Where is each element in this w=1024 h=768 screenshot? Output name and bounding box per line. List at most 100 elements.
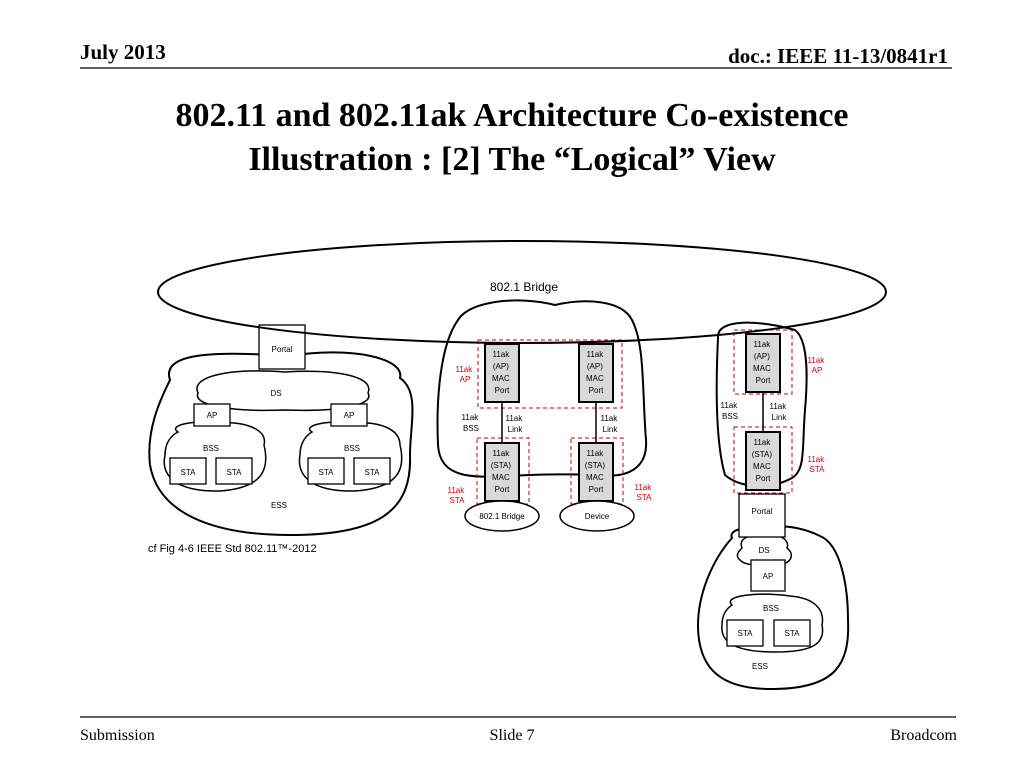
- right-sta-box-2: [773, 619, 811, 647]
- figure-caption: cf Fig 4-6 IEEE Std 802.11™-2012: [148, 543, 317, 555]
- right-sta-tag-line: STA: [810, 465, 826, 474]
- center-bridge-outline: [436, 299, 648, 478]
- right-sta-port-label: 11ak (STA) MAC Port: [752, 438, 775, 483]
- center-ap-port-2-label: 11ak (AP) MAC Port: [586, 350, 606, 395]
- right-ap-port-label: 11ak (AP) MAC Port: [753, 340, 773, 385]
- center-sta-port-1-line: (STA): [491, 461, 512, 470]
- left-sta-box-4: [353, 457, 391, 485]
- center-sta-port-2-line: MAC: [586, 473, 604, 482]
- center-sta-port-2-line: 11ak: [587, 449, 605, 458]
- right-sta-label-1: STA: [738, 629, 754, 638]
- center-sta-port-2: [578, 442, 614, 502]
- center-sta-tag-2-line: 11ak: [635, 483, 653, 492]
- left-ap-box-1: [193, 403, 231, 427]
- left-ap-label-2: AP: [344, 411, 355, 420]
- device-label: Device: [585, 512, 610, 521]
- center-ap-port-1-line: Port: [495, 386, 510, 395]
- center-link-2-line: 11ak: [601, 414, 619, 423]
- slide-title-line1: 802.11 and 802.11ak Architecture Co-exis…: [175, 97, 849, 134]
- left-sta-box-2: [215, 457, 253, 485]
- header-date: July 2013: [80, 40, 166, 64]
- right-ap-box: [750, 559, 786, 592]
- right-bss-label: 11ak BSS: [721, 401, 740, 421]
- right-ap-label: AP: [763, 572, 774, 581]
- right-ap-port-line: 11ak: [754, 340, 772, 349]
- right-bss-line: 11ak: [721, 401, 739, 410]
- right-link-line: 11ak: [770, 402, 788, 411]
- right-ap-tag-line: 11ak: [808, 356, 826, 365]
- right-sta-port-line: Port: [756, 474, 771, 483]
- center-ap-tag: 11ak AP: [456, 365, 475, 384]
- right-bss-outline: [721, 593, 824, 653]
- center-sta-tag-2-line: STA: [637, 493, 653, 502]
- header-doc-id: doc.: IEEE 11-13/0841r1: [728, 44, 948, 68]
- bridge-ellipse: [157, 240, 887, 344]
- right-sta-box-1: [726, 619, 764, 647]
- left-sta-label-2: STA: [227, 468, 243, 477]
- center-ap-port-1-line: (AP): [493, 362, 509, 371]
- bridge-label: 802.1 Bridge: [490, 280, 558, 294]
- right-ap-port-line: (AP): [754, 352, 770, 361]
- left-ds-label: DS: [270, 389, 281, 398]
- center-ap-dashed-box: [477, 339, 623, 409]
- left-ds-outline: [196, 370, 370, 412]
- center-link-label-1: 11ak Link: [506, 414, 525, 434]
- center-sta-port-2-line: (STA): [585, 461, 606, 470]
- center-ap-port-2-line: MAC: [586, 374, 604, 383]
- center-link-1-line: 11ak: [506, 414, 524, 423]
- center-sta-tag-1: 11ak STA: [448, 486, 467, 505]
- right-ap-tag-line: AP: [812, 366, 823, 375]
- center-link-1-line: Link: [508, 425, 524, 434]
- right-ds-label: DS: [758, 546, 769, 555]
- right-sta-port-line: 11ak: [754, 438, 772, 447]
- right-ap-port-line: Port: [756, 376, 771, 385]
- center-ap-port-1-line: 11ak: [493, 350, 511, 359]
- device-ellipse: [559, 500, 635, 532]
- right-link-label: 11ak Link: [770, 402, 789, 422]
- left-sta-label-1: STA: [181, 468, 197, 477]
- left-sta-label-3: STA: [319, 468, 335, 477]
- slide-title-line2: Illustration : [2] The “Logical” View: [248, 141, 776, 178]
- right-portal-label: Portal: [752, 507, 773, 516]
- left-ap-box-2: [330, 403, 368, 427]
- center-sta-port-1-line: Port: [495, 485, 510, 494]
- center-ap-port-1-label: 11ak (AP) MAC Port: [492, 350, 512, 395]
- left-sta-box-3: [307, 457, 345, 485]
- center-ap-port-1: [484, 343, 520, 403]
- bridge-ellipse-small: [464, 500, 540, 532]
- right-ap-tag: 11ak AP: [808, 356, 827, 375]
- right-bss-box-label: BSS: [763, 604, 779, 613]
- center-ap-port-2-line: 11ak: [587, 350, 605, 359]
- left-ess-label: ESS: [271, 501, 287, 510]
- right-top-outline: [715, 321, 808, 487]
- left-bss-label-2: BSS: [344, 444, 360, 453]
- center-sta-port-1-line: MAC: [492, 473, 510, 482]
- center-ap-port-2-line: Port: [589, 386, 604, 395]
- center-bss-line: 11ak: [462, 413, 480, 422]
- center-ap-tag-line: AP: [460, 375, 471, 384]
- center-ap-port-1-line: MAC: [492, 374, 510, 383]
- center-sta-port-2-line: Port: [589, 485, 604, 494]
- center-ap-port-2-line: (AP): [587, 362, 603, 371]
- center-sta-tag-1-line: STA: [450, 496, 466, 505]
- left-sta-label-4: STA: [365, 468, 381, 477]
- slide-title: 802.11 and 802.11ak Architecture Co-exis…: [60, 94, 964, 182]
- center-ap-tag-line: 11ak: [456, 365, 474, 374]
- bridge-small-label: 802.1 Bridge: [479, 512, 525, 521]
- left-portal-label: Portal: [272, 345, 293, 354]
- center-bss-label: 11ak BSS: [462, 413, 481, 433]
- right-sta-port-line: (STA): [752, 450, 773, 459]
- center-bss-line: BSS: [463, 424, 479, 433]
- right-ess-label: ESS: [752, 662, 768, 671]
- right-sta-port-line: MAC: [753, 462, 771, 471]
- right-ap-port-line: MAC: [753, 364, 771, 373]
- center-sta-tag-2: 11ak STA: [635, 483, 654, 502]
- center-ap-port-2: [578, 343, 614, 403]
- left-ap-label-1: AP: [207, 411, 218, 420]
- center-sta-tag-1-line: 11ak: [448, 486, 466, 495]
- right-bss-line: BSS: [722, 412, 738, 421]
- right-link-line: Link: [772, 413, 788, 422]
- right-sta-tag: 11ak STA: [808, 455, 827, 474]
- center-sta-port-2-label: 11ak (STA) MAC Port: [585, 449, 608, 494]
